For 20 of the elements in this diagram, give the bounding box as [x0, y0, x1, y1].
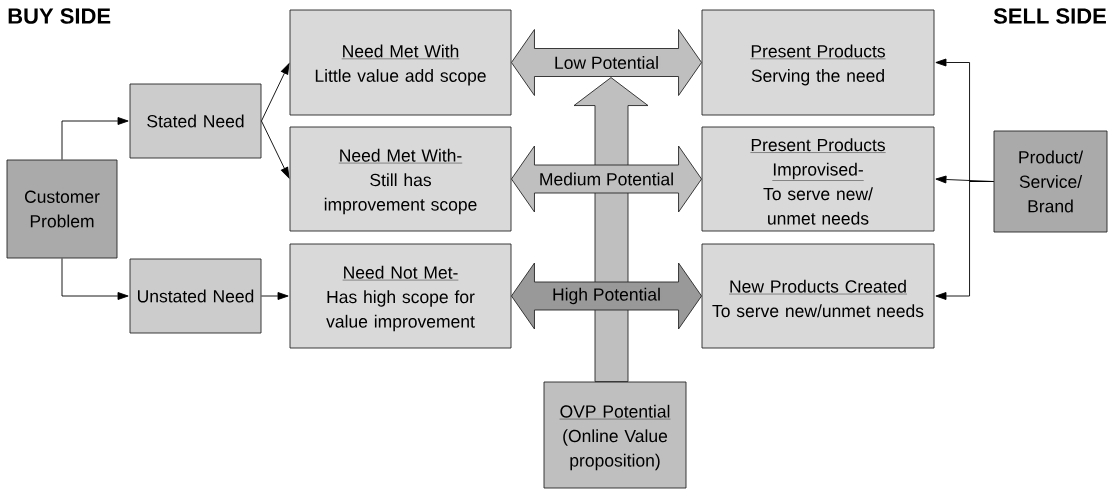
process-box: Product/ Service/ Brand	[993, 130, 1108, 233]
side-heading: SELL SIDE	[993, 8, 1106, 24]
process-box: Stated Need	[129, 83, 262, 159]
process-box: Need Met With Little value add scope	[289, 9, 512, 116]
process-box: Unstated Need	[129, 258, 262, 334]
arrow	[935, 181, 994, 300]
arrow	[261, 63, 290, 122]
process-box: Customer Problem	[6, 159, 118, 259]
process-box: Need Met With- Still has improvement scope	[289, 126, 512, 232]
process-box: OVP Potential (Online Value proposition)	[543, 381, 687, 489]
process-box: Present Products Improvised- To serve new/ unmet needs	[701, 126, 935, 232]
arrow	[261, 120, 290, 179]
arrow	[61, 258, 129, 300]
process-box: Need Not Met- Has high scope for value improvement	[289, 243, 512, 349]
process-box: Present Products Serving the need	[701, 9, 935, 116]
arrow	[261, 292, 289, 300]
edge-label: Low Potential	[552, 55, 661, 70]
arrow	[61, 117, 129, 160]
process-box: New Products Created To serve new/unmet needs	[701, 243, 935, 349]
side-heading: BUY SIDE	[8, 8, 111, 24]
